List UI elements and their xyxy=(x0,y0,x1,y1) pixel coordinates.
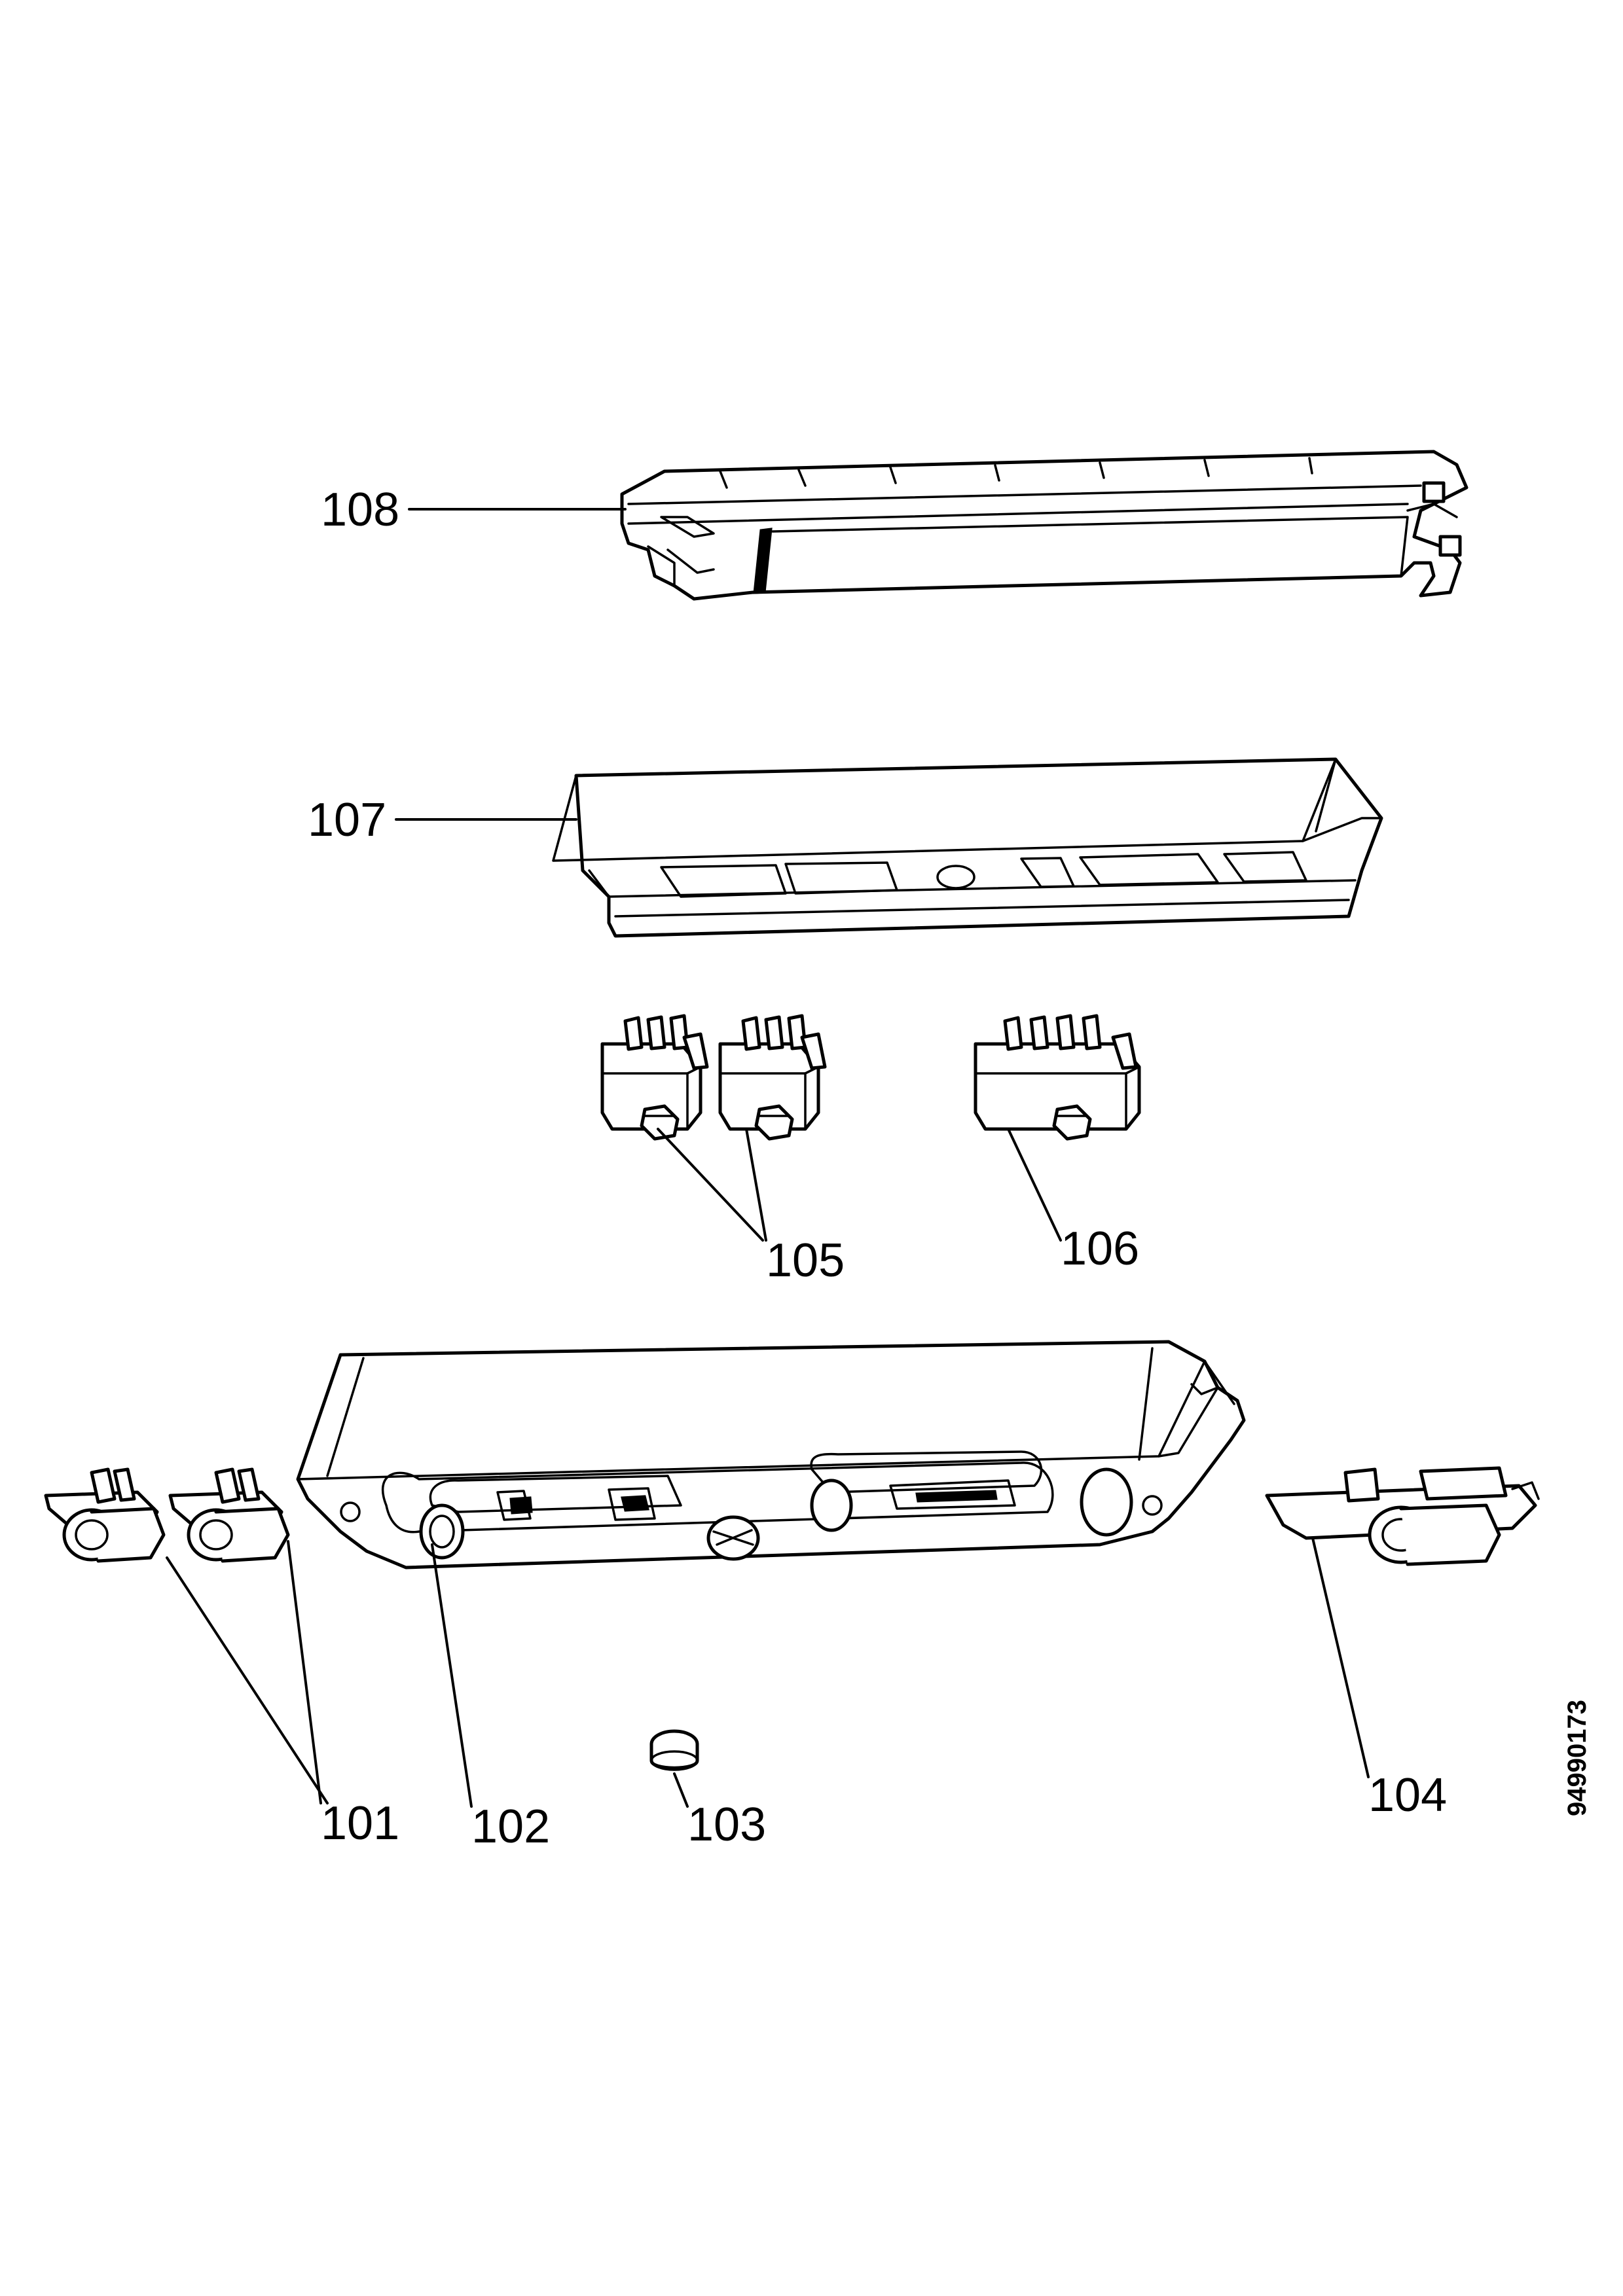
callout-108: 108 xyxy=(321,484,399,536)
leader-102 xyxy=(431,1543,473,1808)
callout-107: 107 xyxy=(308,794,386,846)
part-105-switch-right xyxy=(718,1014,827,1141)
part-104-end-knob xyxy=(1265,1466,1540,1566)
leader-101a xyxy=(166,1556,329,1804)
part-106-switch xyxy=(974,1014,1141,1141)
part-107-frame xyxy=(552,757,1383,938)
leader-105b xyxy=(745,1128,767,1242)
leader-103 xyxy=(673,1772,689,1808)
part-101-knob-left xyxy=(44,1467,166,1563)
leader-lines xyxy=(166,508,1370,1808)
callout-101: 101 xyxy=(321,1797,399,1850)
leader-104 xyxy=(1311,1537,1370,1778)
leader-105a xyxy=(657,1128,764,1242)
leader-106 xyxy=(1007,1128,1062,1242)
callout-103: 103 xyxy=(687,1799,766,1851)
part-103-button xyxy=(649,1729,699,1771)
drawing-number: 94990173 xyxy=(1563,1700,1592,1816)
part-108-top-rail xyxy=(620,450,1468,601)
part-102-housing xyxy=(296,1340,1246,1570)
callout-102: 102 xyxy=(471,1801,550,1853)
callout-105: 105 xyxy=(766,1234,845,1287)
callout-104: 104 xyxy=(1368,1769,1447,1821)
part-105-switch-left xyxy=(600,1014,709,1141)
part-101-knob-right xyxy=(168,1467,290,1563)
callout-106: 106 xyxy=(1061,1223,1139,1275)
callout-labels: 108 107 105 106 101 102 103 104 xyxy=(308,484,1447,1853)
leader-101b xyxy=(287,1540,322,1804)
